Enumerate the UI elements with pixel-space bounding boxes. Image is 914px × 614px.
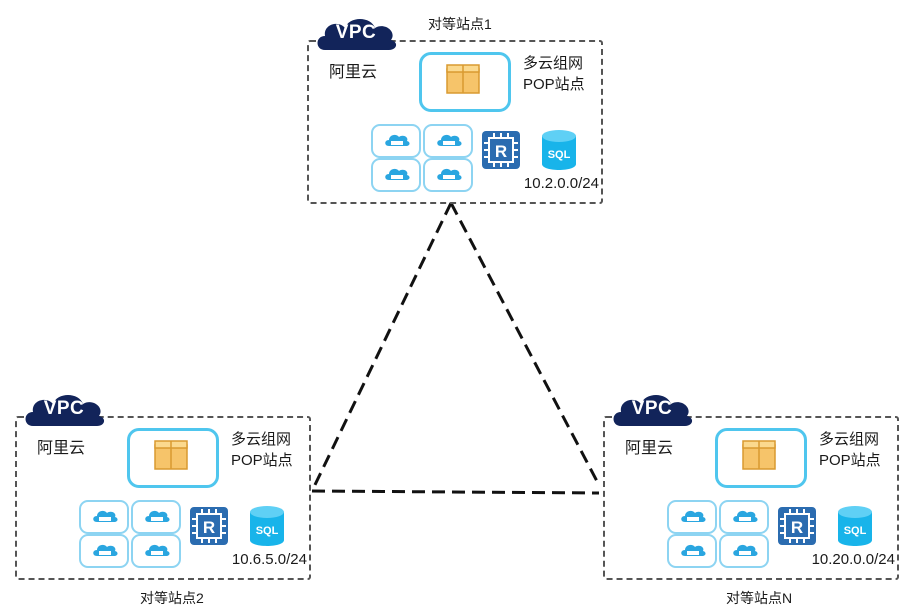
site-1-title: 对等站点1 xyxy=(428,16,492,32)
pop-label-line2: POP站点 xyxy=(819,452,881,469)
cloud-provider-label: 阿里云 xyxy=(329,64,378,81)
svg-text:SQL: SQL xyxy=(844,525,867,537)
pop-label: 多云组网 POP站点 xyxy=(523,53,585,95)
site-frame xyxy=(603,416,899,580)
cloud-provider-label: 阿里云 xyxy=(625,440,674,457)
package-cube-icon xyxy=(446,64,480,94)
cloud-instance-icon xyxy=(79,500,129,534)
pop-node xyxy=(419,52,511,112)
vpc-cloud-icon xyxy=(25,395,105,426)
pop-node xyxy=(715,428,807,488)
site-n-title: 对等站点N xyxy=(726,590,793,606)
cidr-label: 10.6.5.0/24 xyxy=(231,551,307,568)
router-r-icon: R xyxy=(190,507,228,545)
vpc-label: VPC xyxy=(631,398,673,419)
link-site1-site2 xyxy=(310,202,453,492)
cloud-instance-icon xyxy=(131,534,181,568)
pop-label-line2: POP站点 xyxy=(231,452,293,469)
site-1: VPC 阿里云 多云组网 POP站点 R SQL 10.2.0.0/24 xyxy=(307,19,603,204)
package-cube-icon xyxy=(742,440,776,470)
cloud-instance-icon xyxy=(371,158,421,192)
router-r-icon: R xyxy=(482,131,520,169)
cloud-instance-icon xyxy=(719,534,769,568)
svg-text:R: R xyxy=(791,518,803,537)
cloud-instance-icon xyxy=(371,124,421,158)
cloud-instance-icon xyxy=(667,534,717,568)
vpc-badge: VPC xyxy=(21,390,107,430)
pop-label-line1: 多云组网 xyxy=(819,431,880,448)
site-frame xyxy=(15,416,311,580)
vpc-cloud-icon xyxy=(613,395,693,426)
site-frame xyxy=(307,40,603,204)
router-r-icon: R xyxy=(778,507,816,545)
vpc-badge: VPC xyxy=(609,390,695,430)
pop-label-line1: 多云组网 xyxy=(231,431,292,448)
cloud-instance-icon xyxy=(131,500,181,534)
cidr-label: 10.2.0.0/24 xyxy=(523,175,599,192)
svg-text:R: R xyxy=(203,518,215,537)
site-2: VPC 阿里云 多云组网 POP站点 R SQL 10.6.5.0/24 xyxy=(15,395,311,580)
vpc-cloud-icon xyxy=(317,19,397,50)
cloud-instance-icon xyxy=(667,500,717,534)
cloud-instance-icon xyxy=(79,534,129,568)
link-site2-siteN xyxy=(311,489,600,495)
vpc-label: VPC xyxy=(335,22,377,43)
sql-database-icon: SQL xyxy=(838,506,872,546)
vpc-label: VPC xyxy=(43,398,85,419)
site-2-title: 对等站点2 xyxy=(140,590,204,606)
vpc-badge: VPC xyxy=(313,14,399,54)
cidr-label: 10.20.0.0/24 xyxy=(811,551,895,568)
site-n: VPC 阿里云 多云组网 POP站点 R SQL 10.20.0.0/24 xyxy=(603,395,899,580)
svg-text:R: R xyxy=(495,142,507,161)
sql-database-icon: SQL xyxy=(542,130,576,170)
svg-text:SQL: SQL xyxy=(256,525,279,537)
pop-label-line2: POP站点 xyxy=(523,76,585,93)
svg-text:SQL: SQL xyxy=(548,149,571,161)
pop-label-line1: 多云组网 xyxy=(523,55,584,72)
link-site1-siteN xyxy=(449,202,601,486)
package-cube-icon xyxy=(154,440,188,470)
pop-label: 多云组网 POP站点 xyxy=(231,429,293,471)
cloud-instance-icon xyxy=(423,158,473,192)
pop-label: 多云组网 POP站点 xyxy=(819,429,881,471)
cloud-instance-icon xyxy=(423,124,473,158)
cloud-provider-label: 阿里云 xyxy=(37,440,86,457)
sql-database-icon: SQL xyxy=(250,506,284,546)
cloud-instance-icon xyxy=(719,500,769,534)
pop-node xyxy=(127,428,219,488)
